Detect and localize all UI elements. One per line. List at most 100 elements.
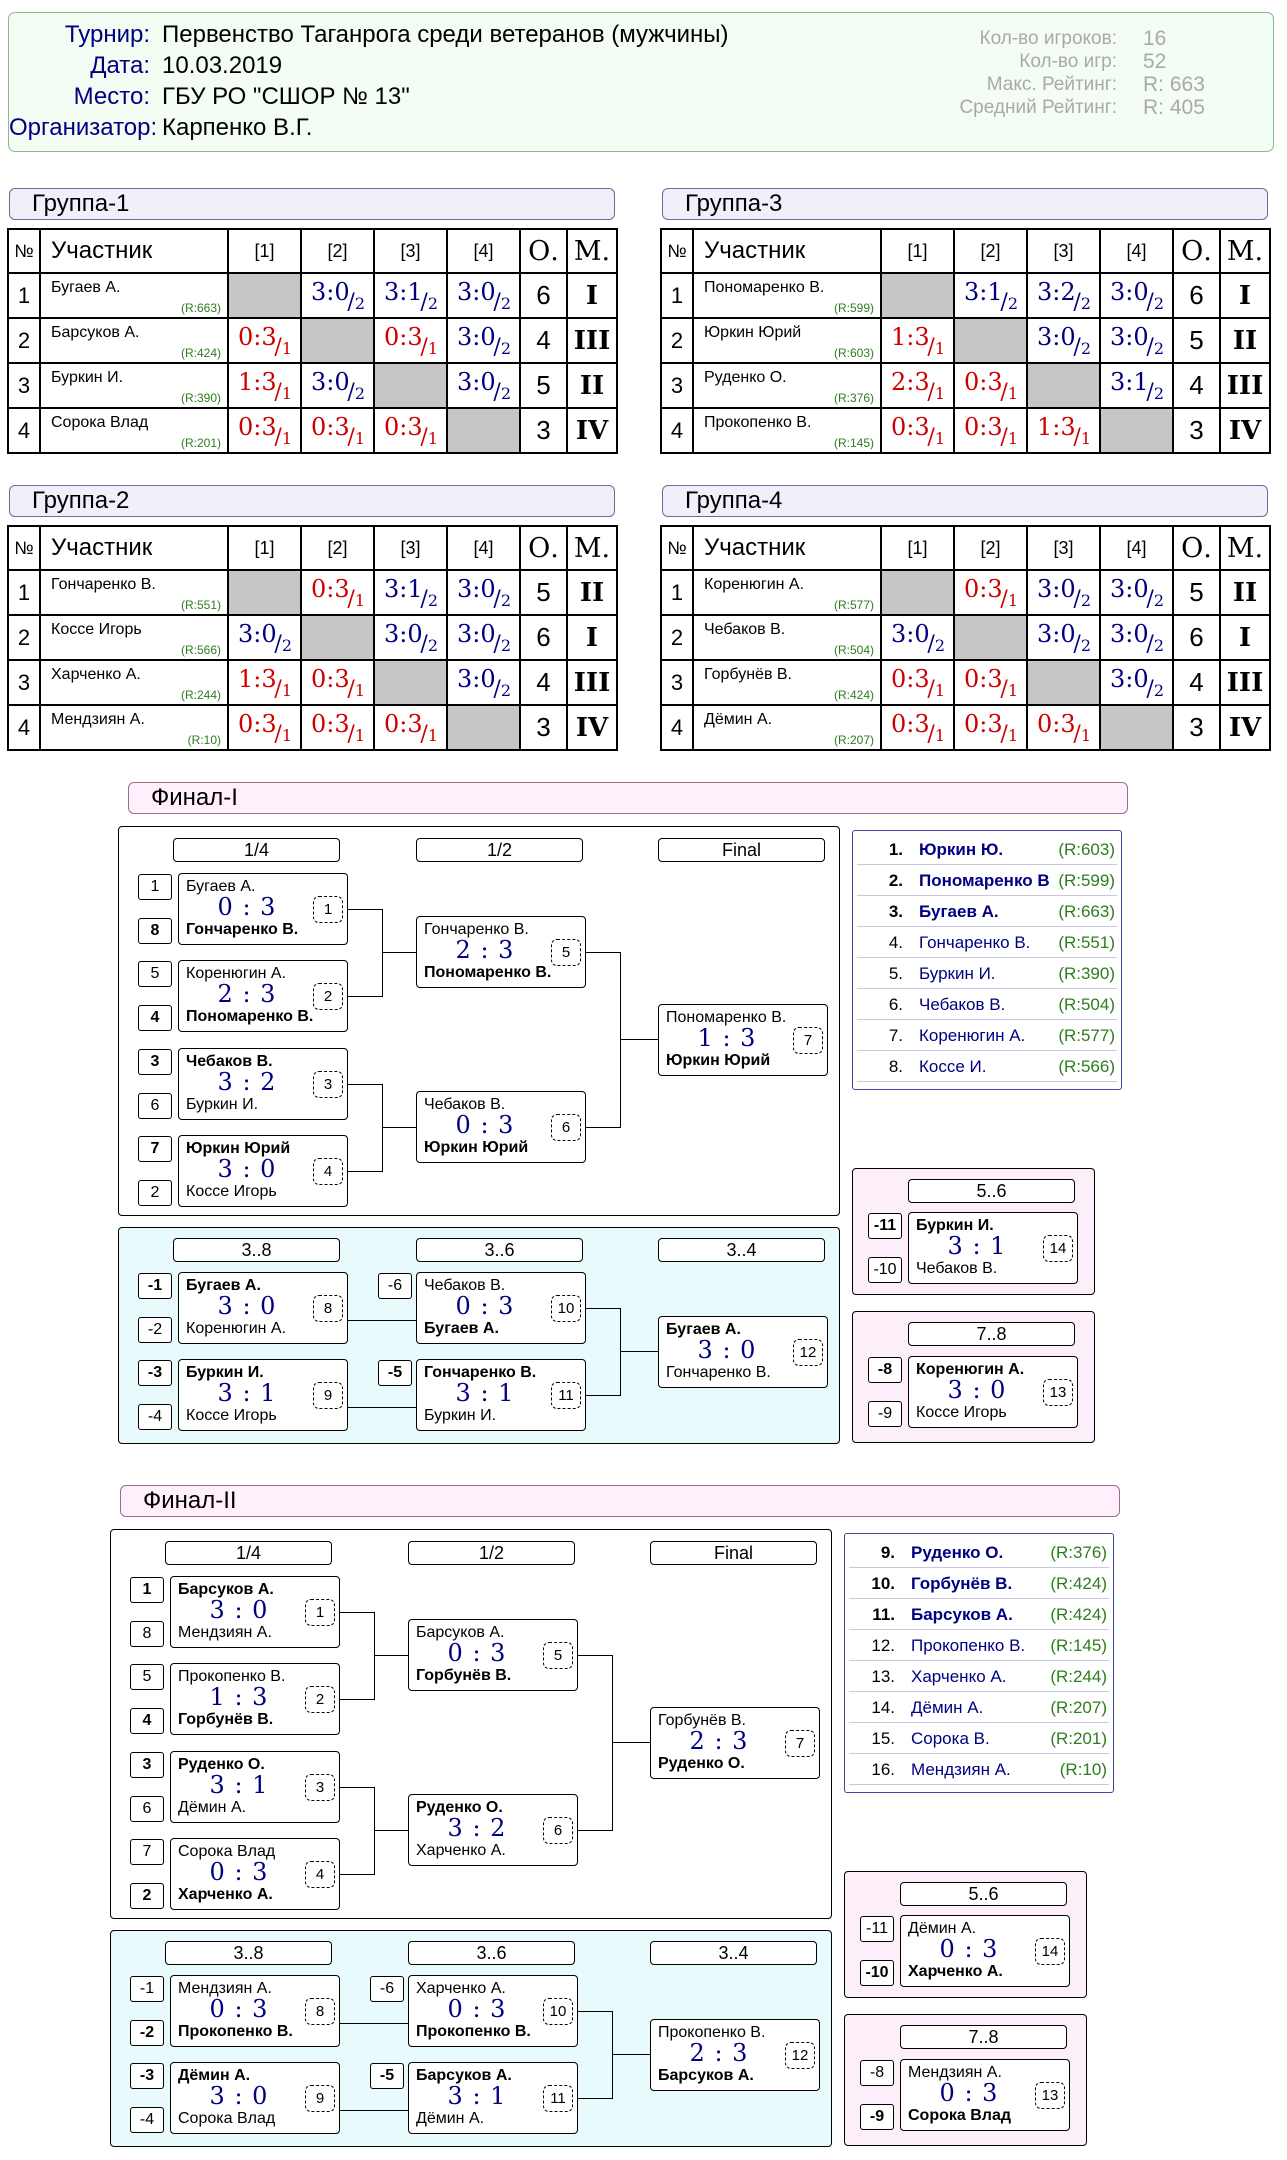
header-col-1: [1] bbox=[227, 228, 302, 274]
standings-row: 10.Горбунёв В.(R:424) bbox=[849, 1570, 1109, 1599]
header-col-3: [3] bbox=[373, 228, 448, 274]
match-number: 7 bbox=[785, 1730, 815, 1757]
match-points: /1 bbox=[420, 722, 438, 747]
standing-rating: (R:145) bbox=[1050, 1636, 1107, 1655]
standings-row: 1.Юркин Ю.(R:603) bbox=[857, 836, 1117, 865]
participant-cell: Барсуков А.(R:424) bbox=[39, 317, 229, 364]
match-score: 0:3 bbox=[964, 413, 1003, 441]
info-row-date: Дата: 10.03.2019 bbox=[9, 51, 282, 81]
bracket-connector bbox=[382, 909, 383, 997]
round-label: 5..6 bbox=[900, 1882, 1067, 1906]
match-score: 1:3 bbox=[238, 665, 277, 693]
match-number: 8 bbox=[305, 1998, 335, 2025]
participant-rating: (R:390) bbox=[180, 391, 221, 405]
points-value: 1 bbox=[354, 591, 365, 610]
match-player-top: Барсуков А. bbox=[416, 2067, 512, 2084]
points-value: 2 bbox=[427, 591, 438, 610]
match-score: 1:3 bbox=[1037, 413, 1076, 441]
match-points: /1 bbox=[1000, 380, 1018, 405]
stat-label: Кол-во игр: bbox=[1019, 50, 1117, 72]
standing-name: Руденко О. bbox=[911, 1543, 1004, 1562]
match-points: /2 bbox=[420, 632, 438, 657]
points-value: 1 bbox=[1080, 429, 1091, 448]
match-points: /2 bbox=[493, 335, 511, 360]
bracket-connector bbox=[348, 1084, 383, 1085]
points-value: 2 bbox=[934, 636, 945, 655]
round-label: 3..8 bbox=[165, 1941, 332, 1965]
standing-rating: (R:551) bbox=[1058, 933, 1115, 952]
slash-separator: / bbox=[420, 632, 428, 657]
standing-rating: (R:390) bbox=[1058, 964, 1115, 983]
match-result-cell: 0:3/1 bbox=[373, 317, 448, 364]
round-label: 7..8 bbox=[900, 2025, 1067, 2049]
bracket-connector bbox=[620, 952, 621, 1128]
match-player-top: Дёмин А. bbox=[178, 2067, 251, 2084]
match-player-top: Сорока Влад bbox=[178, 1843, 276, 1860]
standing-name: Харченко А. bbox=[911, 1667, 1007, 1686]
points-value: 2 bbox=[427, 294, 438, 313]
match-score: 3 : 0 bbox=[217, 1292, 277, 1320]
match-points: /2 bbox=[1146, 632, 1164, 657]
match-score: 0:3 bbox=[311, 665, 350, 693]
header-col-3: [3] bbox=[1026, 525, 1101, 571]
match-player-bottom: Бугаев А. bbox=[424, 1320, 499, 1337]
seed-box: -1 bbox=[138, 1273, 172, 1299]
header-col-2: [2] bbox=[953, 228, 1028, 274]
match-result-cell: 0:3/1 bbox=[300, 704, 375, 751]
points-value: 1 bbox=[1007, 384, 1018, 403]
match-points: /1 bbox=[347, 425, 365, 450]
bracket-connector bbox=[382, 1127, 417, 1128]
slash-separator: / bbox=[1000, 587, 1008, 612]
stat-games: Кол-во игр:52 bbox=[773, 49, 1273, 74]
participant-cell: Горбунёв В.(R:424) bbox=[692, 659, 882, 706]
match-player-bottom: Прокопенко В. bbox=[416, 2023, 531, 2040]
match-score: 3:1 bbox=[964, 278, 1003, 306]
bracket-connector bbox=[348, 996, 383, 997]
seed-box: 6 bbox=[138, 1093, 172, 1119]
match-result-cell: 0:3/1 bbox=[300, 659, 375, 706]
participant-cell: Руденко О.(R:376) bbox=[692, 362, 882, 409]
points-value: 1 bbox=[281, 384, 292, 403]
bracket-connector bbox=[586, 1308, 621, 1309]
seed-box: 2 bbox=[138, 1180, 172, 1206]
seed-box: 3 bbox=[138, 1049, 172, 1075]
standing-place: 4. bbox=[888, 933, 903, 952]
match-player-bottom: Харченко А. bbox=[908, 1963, 1003, 1980]
match-points: /1 bbox=[274, 722, 292, 747]
standings-row: 14.Дёмин А.(R:207) bbox=[849, 1694, 1109, 1723]
bracket-connector bbox=[348, 909, 383, 910]
match-player-bottom: Харченко А. bbox=[178, 1886, 273, 1903]
slash-separator: / bbox=[274, 722, 282, 747]
slash-separator: / bbox=[274, 335, 282, 360]
match-points: /1 bbox=[1000, 587, 1018, 612]
